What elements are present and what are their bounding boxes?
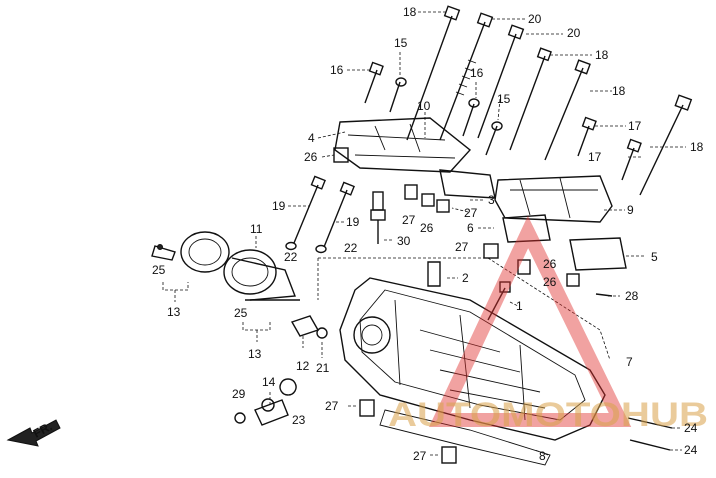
front-arrow-icon xyxy=(6,419,61,447)
callout-25: 25 xyxy=(234,306,248,320)
callout-30: 30 xyxy=(397,234,411,248)
callout-14: 14 xyxy=(262,375,276,389)
callout-18: 18 xyxy=(595,48,609,62)
callout-13: 13 xyxy=(167,305,181,319)
callout-15: 15 xyxy=(497,92,511,106)
callout-29: 29 xyxy=(232,387,246,401)
callout-23: 23 xyxy=(292,413,306,427)
watermark-triangle xyxy=(428,215,632,427)
watermark-logo: AUTOMOTOHUB xyxy=(388,215,708,434)
watermark-text: AUTOMOTOHUB xyxy=(388,396,708,434)
callout-19: 19 xyxy=(272,199,286,213)
callout-20: 20 xyxy=(528,12,542,26)
callout-17: 17 xyxy=(588,150,602,164)
callout-6: 6 xyxy=(467,221,474,235)
callout-2: 2 xyxy=(462,271,469,285)
dowel-pins xyxy=(333,147,580,464)
callout-22: 22 xyxy=(284,250,298,264)
callout-4: 4 xyxy=(308,131,315,145)
callout-9: 9 xyxy=(627,203,634,217)
callout-8: 8 xyxy=(539,449,546,463)
callout-26: 26 xyxy=(304,150,318,164)
callout-22: 22 xyxy=(344,241,358,255)
small-fittings xyxy=(234,315,328,426)
callout-16: 16 xyxy=(330,63,344,77)
callout-17: 17 xyxy=(628,119,642,133)
leader-lines xyxy=(255,11,686,456)
callout-10: 10 xyxy=(417,99,431,113)
callout-26: 26 xyxy=(543,257,557,271)
callout-21: 21 xyxy=(316,361,330,375)
cylinder-head xyxy=(339,261,613,466)
callout-11: 11 xyxy=(250,222,263,236)
callout-16: 16 xyxy=(470,66,484,80)
callout-15: 15 xyxy=(394,36,408,50)
callout-18: 18 xyxy=(403,5,417,19)
callout-3: 3 xyxy=(488,193,495,207)
callout-27: 27 xyxy=(325,399,339,413)
cam-holders xyxy=(334,117,627,271)
callout-13: 13 xyxy=(248,347,262,361)
callout-12: 12 xyxy=(296,359,310,373)
callout-5: 5 xyxy=(651,250,658,264)
callout-28: 28 xyxy=(625,289,639,303)
callout-18: 18 xyxy=(690,140,704,154)
callout-24: 24 xyxy=(684,443,698,457)
callout-27: 27 xyxy=(402,213,416,227)
intake-manifolds xyxy=(151,231,300,342)
callout-25: 25 xyxy=(152,263,166,277)
callout-19: 19 xyxy=(346,215,360,229)
callout-1: 1 xyxy=(516,299,523,313)
callout-27: 27 xyxy=(455,240,469,254)
studs-24 xyxy=(627,417,673,451)
bolts-19 xyxy=(285,175,386,254)
callout-18: 18 xyxy=(612,84,626,98)
callout-26: 26 xyxy=(420,221,434,235)
callout-26: 26 xyxy=(543,275,557,289)
callout-27: 27 xyxy=(413,449,427,463)
head-bolts xyxy=(364,5,693,196)
callout-7: 7 xyxy=(626,355,633,369)
callout-27: 27 xyxy=(464,206,478,220)
callout-20: 20 xyxy=(567,26,581,40)
callout-24: 24 xyxy=(684,421,698,435)
